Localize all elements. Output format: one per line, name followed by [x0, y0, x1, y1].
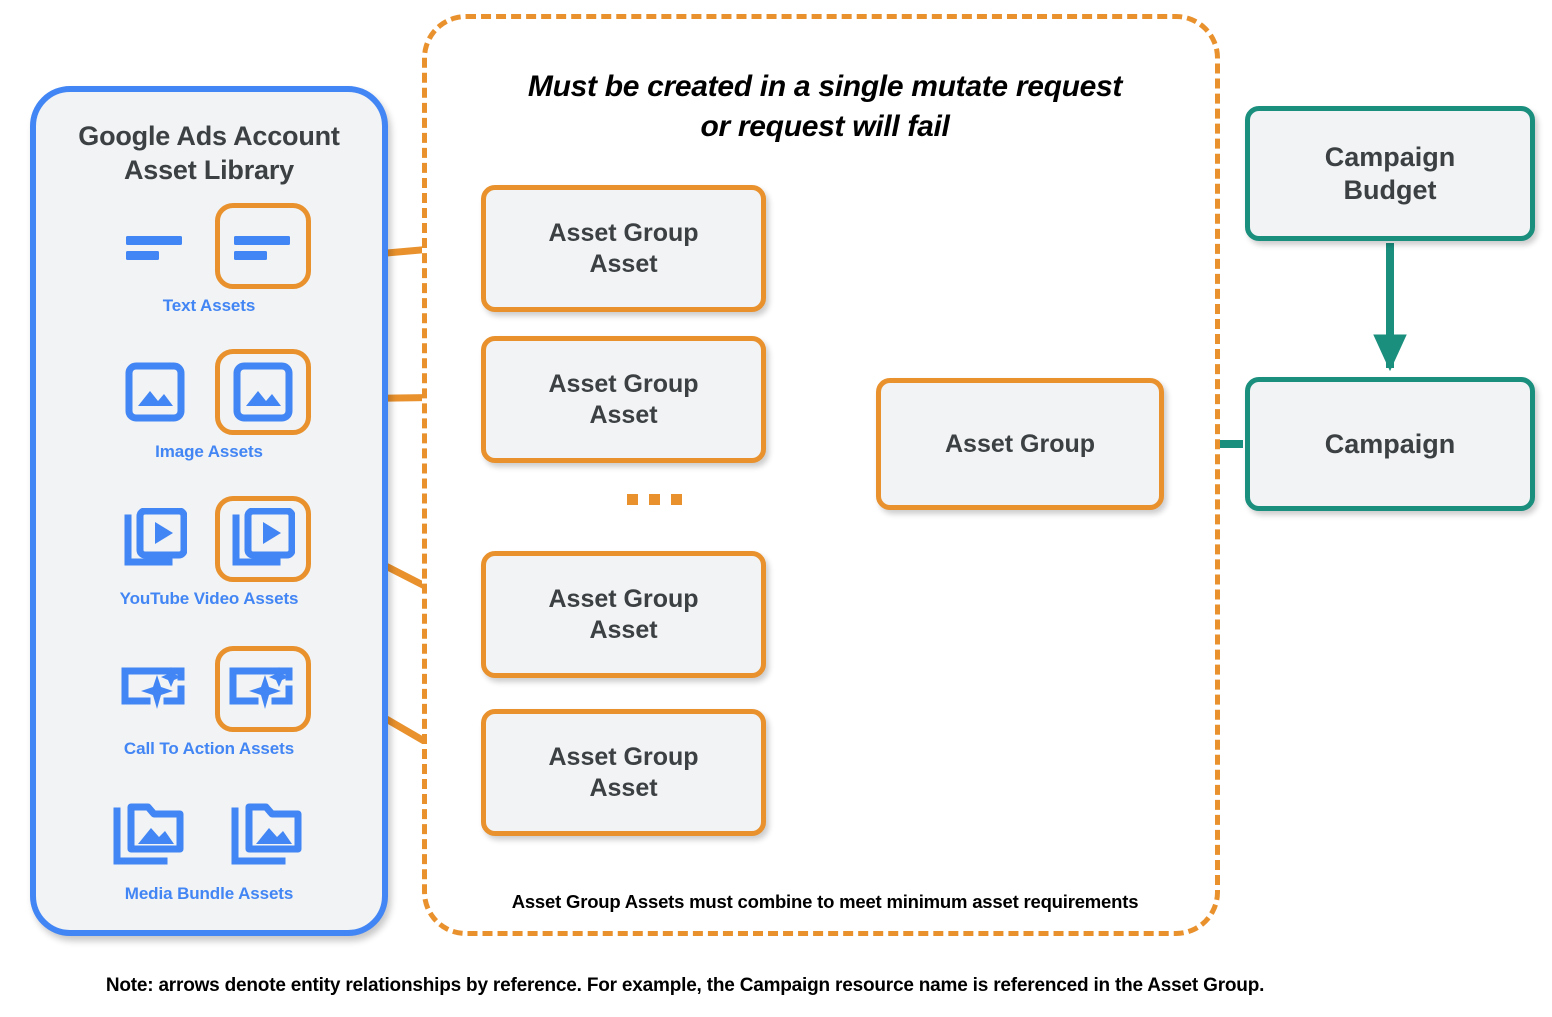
- aga-label-line2: Asset: [589, 400, 658, 429]
- aga-label-line1: Asset Group: [548, 585, 699, 613]
- media-bundle-folder-icon-plain-1: [102, 791, 198, 877]
- campaign-node[interactable]: Campaign: [1245, 377, 1535, 511]
- text-lines-icon-plain: [107, 203, 203, 289]
- image-picture-icon: [233, 362, 293, 422]
- video-play-stack-icon: [232, 508, 295, 566]
- campaign-budget-node[interactable]: Campaign Budget: [1245, 106, 1535, 241]
- aga-label-line1: Asset Group: [548, 219, 699, 247]
- ellipsis-dot: [671, 494, 682, 505]
- aga-label-line2: Asset: [589, 249, 658, 278]
- video-assets-highlight-box[interactable]: [215, 496, 311, 582]
- aga-label-line2: Asset: [589, 773, 658, 802]
- asset-row-cta[interactable]: Call To Action Assets: [36, 643, 382, 759]
- video-play-stack-icon-plain: [107, 496, 203, 582]
- mutate-title-line2: or request will fail: [700, 109, 950, 143]
- asset-library-title-line2: Asset Library: [124, 154, 294, 185]
- asset-caption-image: Image Assets: [155, 442, 263, 461]
- video-play-stack-icon: [124, 508, 187, 566]
- asset-caption-video: YouTube Video Assets: [119, 589, 299, 608]
- asset-row-video[interactable]: YouTube Video Assets: [36, 493, 382, 609]
- asset-row-image[interactable]: Image Assets: [36, 346, 382, 462]
- call-to-action-sparkle-icon: [229, 667, 293, 709]
- ellipsis-dot: [649, 494, 660, 505]
- asset-group-asset-label-1: Asset Group Asset: [548, 218, 698, 279]
- mutate-title-line1: Must be created in a single mutate reque…: [527, 70, 1123, 103]
- text-lines-icon: [234, 236, 290, 260]
- asset-caption-media-bundle: Media Bundle Assets: [124, 884, 294, 903]
- text-assets-highlight-box[interactable]: [215, 203, 311, 289]
- asset-group-asset-label-3: Asset Group Asset: [548, 584, 698, 645]
- ellipsis-dot: [627, 494, 638, 505]
- asset-library-title: Google Ads Account Asset Library: [36, 120, 382, 188]
- image-assets-highlight-box[interactable]: [215, 349, 311, 435]
- asset-library-panel: Google Ads Account Asset Library: [30, 86, 388, 936]
- mutate-footnote: Asset Group Assets must combine to meet …: [511, 891, 1139, 912]
- asset-group-asset-box-4[interactable]: Asset Group Asset: [481, 709, 766, 836]
- asset-group-node-label: Asset Group: [944, 429, 1096, 458]
- call-to-action-sparkle-icon: [121, 667, 185, 709]
- asset-row-media-bundle[interactable]: Media Bundle Assets: [36, 788, 382, 904]
- asset-library-title-line1: Google Ads Account: [78, 121, 340, 151]
- asset-group-node[interactable]: Asset Group: [876, 378, 1164, 510]
- media-bundle-folder-icon-plain-2: [220, 791, 316, 877]
- asset-caption-text: Text Assets: [162, 296, 256, 315]
- media-bundle-folder-icon: [113, 803, 184, 865]
- bottom-note: Note: arrows denote entity relationships…: [105, 975, 1265, 996]
- call-to-action-sparkle-icon-plain: [107, 646, 203, 732]
- image-picture-icon-plain: [107, 349, 203, 435]
- image-picture-icon: [125, 362, 185, 422]
- aga-label-line2: Asset: [589, 615, 658, 644]
- media-bundle-folder-icon: [231, 803, 302, 865]
- aga-label-line1: Asset Group: [548, 743, 699, 771]
- campaign-budget-label-line2: Budget: [1343, 174, 1437, 205]
- asset-group-asset-label-2: Asset Group Asset: [548, 369, 698, 430]
- text-lines-icon: [126, 236, 182, 260]
- campaign-label: Campaign: [1324, 428, 1456, 459]
- asset-row-text[interactable]: Text Assets: [36, 200, 382, 316]
- ellipsis-indicator: [627, 494, 682, 505]
- asset-group-asset-box-2[interactable]: Asset Group Asset: [481, 336, 766, 463]
- asset-group-asset-box-3[interactable]: Asset Group Asset: [481, 551, 766, 678]
- campaign-budget-label: Campaign Budget: [1325, 141, 1456, 207]
- cta-assets-highlight-box[interactable]: [215, 646, 311, 732]
- mutate-request-title: Must be created in a single mutate reque…: [455, 67, 1195, 146]
- asset-group-asset-label-4: Asset Group Asset: [548, 742, 698, 803]
- asset-group-asset-box-1[interactable]: Asset Group Asset: [481, 185, 766, 312]
- campaign-budget-label-line1: Campaign: [1324, 141, 1456, 172]
- asset-caption-cta: Call To Action Assets: [123, 739, 295, 758]
- aga-label-line1: Asset Group: [548, 370, 699, 398]
